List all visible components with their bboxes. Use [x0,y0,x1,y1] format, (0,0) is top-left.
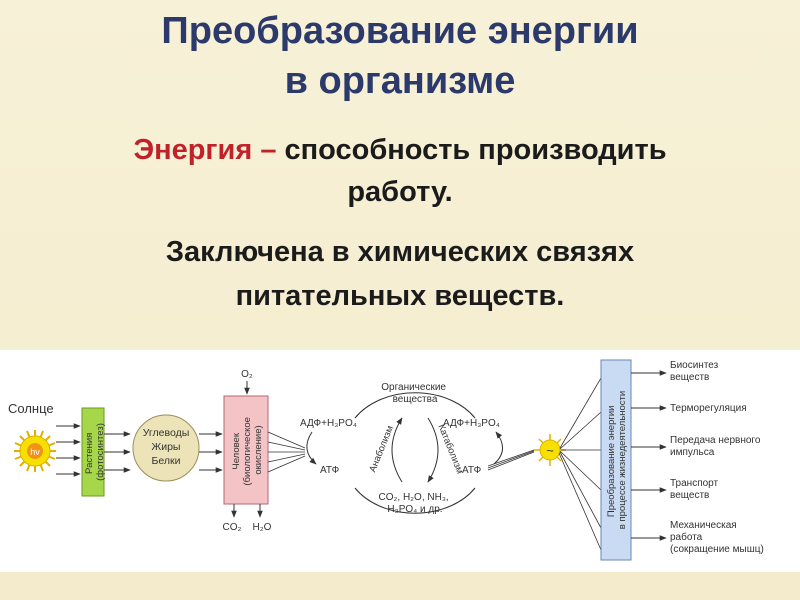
human-label-line-1: Человек [231,432,242,469]
atp-left-label: АТФ [320,465,340,476]
nutrients-to-human-arrows [199,431,223,473]
definition-term: Энергия – [133,134,277,166]
organic-line-2: вещества [393,394,438,405]
cycle-top-arc [354,392,476,419]
adp-left-label: АДФ+H₃PO₄ [300,418,357,429]
transform-line-1: Преобразование энергии [606,406,617,518]
atp-right-label: АТФ [462,465,482,476]
human-box [223,395,269,505]
output-nerve-impulse: Передача нервного импульса [670,435,763,458]
human-to-atp-arrows [267,431,306,473]
nutrient-fats: Жиры [152,441,181,453]
energy-to-transform-arrows [558,377,602,551]
definition-line-2: работу. [347,176,453,208]
plants-label: Растения (фотосинтез) [84,423,106,481]
products-line-1: CO₂, H₂O, NH₃, [379,492,449,503]
organic-substances-label: Органические вещества [381,382,449,405]
catabolism-label: Катаболизм [435,423,465,476]
diagram-panel: Солнце hv Растения (фотосинтез) [0,350,800,572]
sun-label: Солнце [8,401,54,416]
transform-line-2: в процессе жизнедеятельности [617,391,628,529]
definition-line-1: Энергия – способность производить [0,134,800,167]
transform-box [600,359,632,561]
nutrient-proteins: Белки [152,455,181,467]
plants-to-nutrients-arrows [104,431,131,473]
sun-to-plants-arrows [56,423,81,477]
h2o-label: H₂O [253,522,272,533]
output-transport: Транспорт веществ [670,478,721,501]
energy-wave-symbol: ~ [546,443,554,458]
title-line-1: Преобразование энергии [161,10,639,52]
human-label: Человек (биологическое окисление) [231,414,264,485]
output-mechanical-work: Механическая работа (сокращение мышц) [670,520,764,555]
organic-line-1: Органические [381,382,446,393]
adp-to-atp-left-arrow [306,431,317,465]
definition-text: способность производить [284,134,667,166]
products-line-2: H₃PO₄ и др. [387,504,442,515]
slide-title: Преобразование энергии в организме [0,6,800,106]
human-label-line-3: окисление) [253,425,264,474]
energy-flow-diagram: Солнце hv Растения (фотосинтез) [8,359,764,561]
energy-sun-icon [534,434,566,466]
transform-label: Преобразование энергии в процессе жизнед… [606,391,628,529]
nutrient-carbs: Углеводы [143,427,190,439]
plants-label-line-2: (фотосинтез) [95,423,106,481]
title-line-2: в организме [284,60,516,102]
atp-to-energy-arrows [487,449,535,471]
output-thermoregulation: Терморегуляция [670,403,747,414]
cycle-bottom-arc [354,487,476,514]
catabolism-arrow [427,417,439,483]
output-biosynthesis: Биосинтез веществ [670,360,721,383]
nutrients-circle [132,414,200,482]
products-label: CO₂, H₂O, NH₃, H₃PO₄ и др. [379,492,452,515]
atp-to-adp-right-arrow [493,431,503,465]
stored-energy-line-2: питательных веществ. [235,280,565,312]
hv-label: hv [30,447,40,457]
output-arrows [631,370,667,541]
co2-label: CO₂ [223,522,242,533]
anabolism-arrow [391,417,403,483]
stored-energy-line-1: Заключена в химических связях [165,236,635,268]
plants-label-line-1: Растения [84,433,95,474]
adp-right-label: АДФ+H₃PO₄ [443,418,500,429]
human-label-line-2: (биологическое [242,417,253,486]
oxygen-label: O₂ [241,369,253,380]
sun-icon [14,430,56,472]
